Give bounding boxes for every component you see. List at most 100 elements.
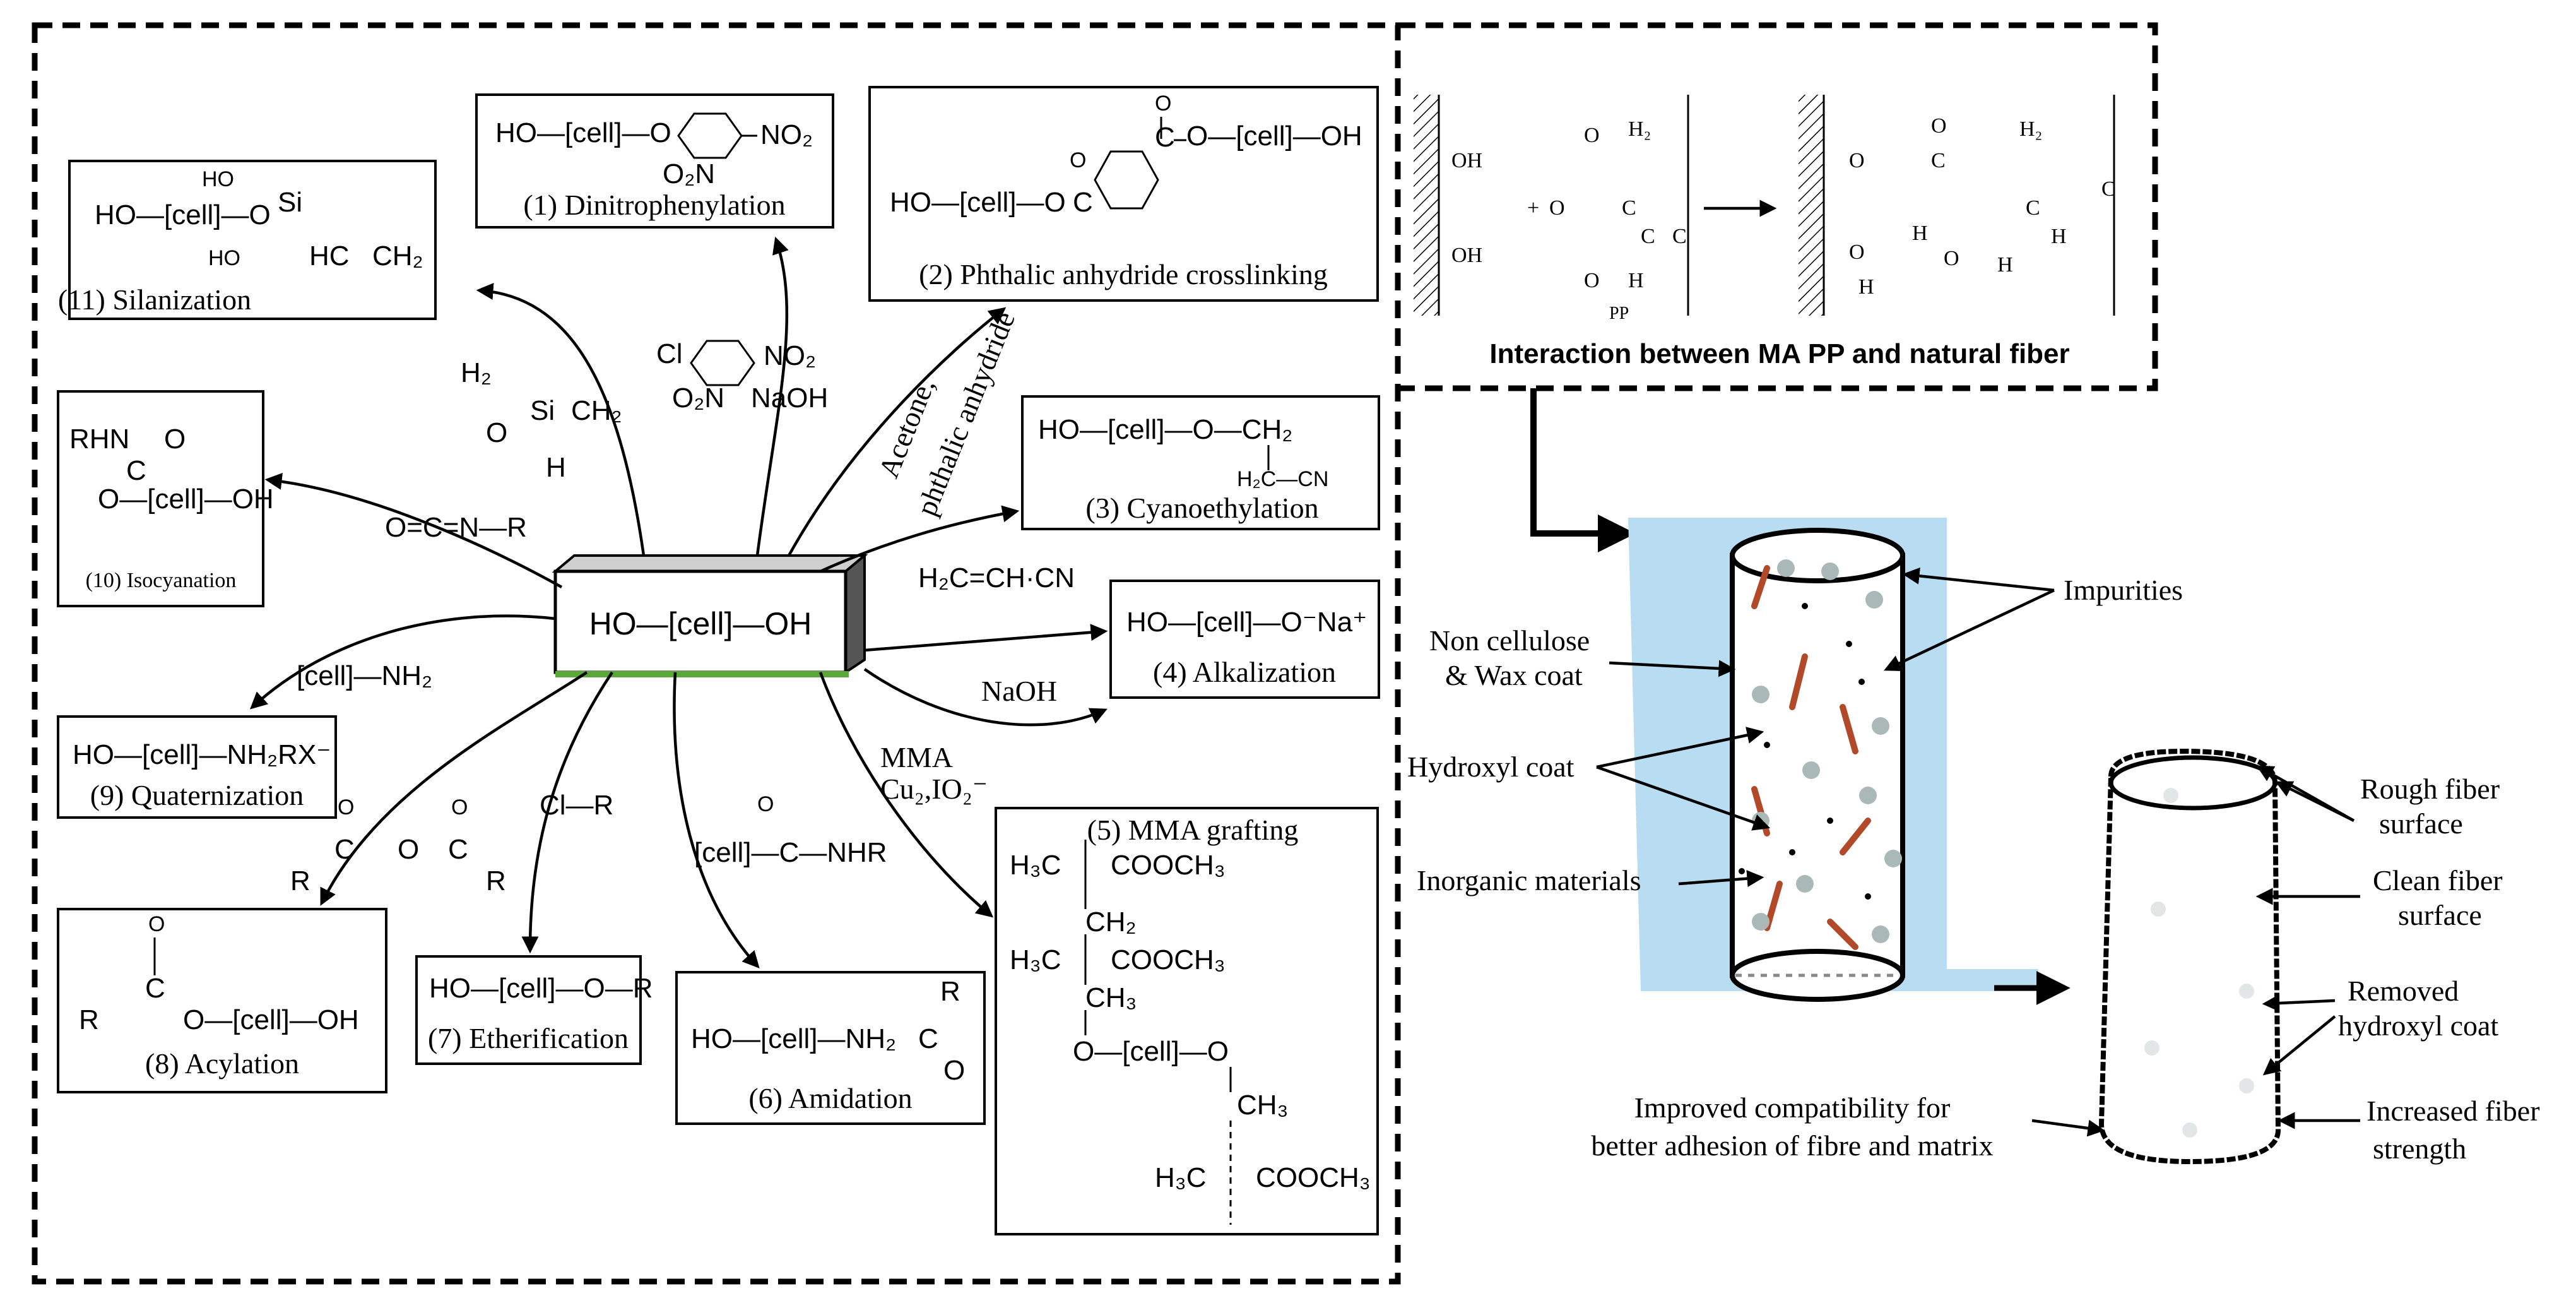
mapp-o-8: H <box>1997 253 2013 277</box>
mapp-h-1: H <box>1628 269 1644 292</box>
r4-title: (4) Alkalization <box>1153 656 1336 688</box>
reagent-silane-ch2: CH₂ <box>571 395 622 426</box>
reagent-isocyan: O=C=N—R <box>385 512 527 543</box>
reaction-box-9: HO—[cell]—NH₂RX⁻ (9) Quaternization <box>57 715 337 819</box>
label-rough: Rough fiber <box>2360 773 2500 805</box>
r1-o2n: O₂N <box>663 158 715 189</box>
reagent-silane-h: H <box>546 452 566 483</box>
r8-formula: O—[cell]—OH <box>183 1004 359 1035</box>
mapp-o-7: O <box>1944 247 1959 270</box>
reagent-silane-o: O <box>486 417 507 448</box>
reaction-box-7: HO—[cell]—O—R (7) Etherification <box>415 955 653 1065</box>
r11-si: Si <box>278 187 302 218</box>
r5-ch3-2: CH₃ <box>1237 1090 1288 1121</box>
svg-text:C: C <box>918 1023 938 1054</box>
center-label: HO—[cell]—OH <box>589 606 812 641</box>
reagent-o2n: O₂N <box>672 383 724 414</box>
reaction-arrows <box>250 236 1108 968</box>
mapp-h-4: H <box>1858 275 1874 299</box>
reagents: Cl NO₂ O₂N NaOH Acetone, phthalic anhydr… <box>290 307 1075 896</box>
r11-formula: HO—[cell]—O <box>95 199 271 230</box>
reagent-ether: Cl—R <box>540 790 613 821</box>
r11-ho-1: HO <box>202 167 234 191</box>
svg-text:O: O <box>148 912 165 936</box>
mapp-o-1: O <box>1584 124 1600 147</box>
r10-rhn: RHN <box>69 424 129 455</box>
svg-text:C: C <box>126 455 146 486</box>
label-hydroxyl: Hydroxyl coat <box>1407 751 1575 783</box>
mapp-h2-b: H₂ <box>2019 117 2042 141</box>
r8-title: (8) Acylation <box>145 1047 299 1080</box>
r5-cell: O—[cell]—O <box>1073 1036 1229 1067</box>
reagent-amide: [cell]—C—NHR <box>694 837 887 868</box>
r11-ho-2: HO <box>208 246 240 270</box>
reaction-box-8: O C R O—[cell]—OH (8) Acylation <box>57 908 387 1093</box>
fiber-panel: Non cellulose & Wax coat Hydroxyl coat I… <box>1407 518 2540 1165</box>
svg-text:O: O <box>757 792 774 816</box>
r1-title: (1) Dinitrophenylation <box>523 189 785 221</box>
reaction-box-4: HO—[cell]—O⁻Na⁺ (4) Alkalization <box>1109 580 1380 699</box>
mapp-c-2: C <box>1641 225 1655 248</box>
reaction-box-10: RHN O C O—[cell]—OH (10) Isocyanation <box>57 390 274 607</box>
label-clean: Clean fiber <box>2373 864 2503 896</box>
r9-formula: HO—[cell]—NH₂RX⁻ <box>73 739 331 770</box>
r11-ch2: CH₂ <box>372 241 423 271</box>
r2-formula-left: HO—[cell]—O <box>890 187 1066 218</box>
svg-text:+: + <box>1527 196 1539 220</box>
mapp-c-1: C <box>1622 196 1636 220</box>
reagent-silane-si: Si <box>530 395 555 426</box>
label-noncellulose: Non cellulose <box>1429 624 1590 657</box>
reaction-box-11: HO HO—[cell]—O Si HO HC CH₂ (11) Silaniz… <box>58 160 437 320</box>
svg-text:R: R <box>290 866 310 896</box>
r1-formula: HO—[cell]—O <box>495 117 671 148</box>
mapp-caption: Interaction between MA PP and natural fi… <box>1489 338 2069 369</box>
svg-text:C: C <box>1155 122 1175 153</box>
reaction-box-6: HO—[cell]—NH₂ C R O (6) Amidation <box>675 971 986 1125</box>
reaction-box-5: (5) MMA grafting H₃C COOCH₃ CH₂ H₃C COOC… <box>995 807 1379 1235</box>
r5-title: (5) MMA grafting <box>1087 814 1299 846</box>
label-increased: Increased fiber <box>2366 1095 2540 1127</box>
r5-h3c-1: H₃C <box>1010 850 1061 881</box>
center-block: HO—[cell]—OH <box>552 552 868 677</box>
mapp-c-5: C <box>2026 196 2040 220</box>
r7-formula: HO—[cell]—O—R <box>429 973 653 1004</box>
r3-sub: H₂C—CN <box>1237 467 1328 491</box>
reaction-box-2: O—[cell]—OH O C HO—[cell]—O C O (2) Phth… <box>868 86 1379 302</box>
svg-text:C: C <box>145 973 165 1004</box>
svg-text:C: C <box>334 834 355 865</box>
reagent-mma: MMA <box>880 741 953 773</box>
reagent-naoh-1: NaOH <box>751 383 828 414</box>
r6-formula: HO—[cell]—NH₂ <box>691 1023 896 1054</box>
mapp-dashed-frame <box>1398 22 2158 391</box>
svg-text:O: O <box>1155 92 1171 116</box>
r4-formula: HO—[cell]—O⁻Na⁺ <box>1126 607 1367 638</box>
svg-text:O: O <box>398 834 419 865</box>
r5-cooch3-2: COOCH₃ <box>1111 944 1226 975</box>
r3-title: (3) Cyanoethylation <box>1085 492 1318 524</box>
reaction-box-3: HO—[cell]—O—CH₂ H₂C—CN (3) Cyanoethylati… <box>1021 395 1380 530</box>
label-wax: & Wax coat <box>1445 659 1583 691</box>
reagent-cu: Cu₂,IO₂⁻ <box>880 773 988 805</box>
r7-title: (7) Etherification <box>428 1022 629 1054</box>
svg-text:C: C <box>1073 187 1093 218</box>
mapp-o-2: O <box>1549 196 1565 220</box>
mapp-o-6: O <box>1849 241 1865 264</box>
r9-title: (9) Quaternization <box>90 779 304 811</box>
svg-text:R: R <box>486 866 506 896</box>
r5-ch2: CH₂ <box>1085 907 1137 937</box>
r2-title: (2) Phthalic anhydride crosslinking <box>919 258 1328 290</box>
label-removed-2: hydroxyl coat <box>2338 1009 2498 1042</box>
label-inorganic: Inorganic materials <box>1417 864 1641 896</box>
label-rough-2: surface <box>2379 807 2463 840</box>
mapp-c-6: C <box>2101 177 2116 201</box>
reagent-quat: [cell]—NH₂ <box>297 660 432 691</box>
svg-text:O: O <box>164 424 186 455</box>
r10-title: (10) Isocyanation <box>86 569 237 592</box>
r5-cooch3-1: COOCH₃ <box>1111 850 1226 881</box>
svg-text:O: O <box>451 795 468 819</box>
mapp-pp: PP <box>1609 304 1629 323</box>
reagent-cyano: H₂C=CH·CN <box>918 562 1075 593</box>
label-compat: Improved compatibility for <box>1634 1092 1951 1124</box>
reaction-box-1: HO—[cell]—O NO₂ O₂N (1) Dinitrophenylati… <box>475 93 834 229</box>
